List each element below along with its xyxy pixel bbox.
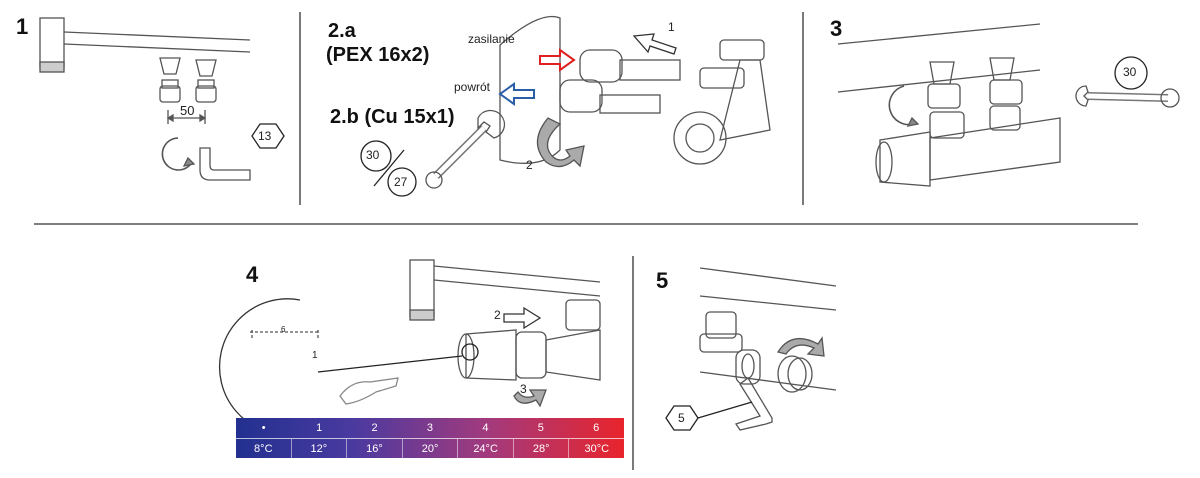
step5-radiator (699, 267, 837, 391)
step4-arrow-2-label: 2 (494, 308, 501, 322)
scale-marks-row: • 1 2 3 4 5 6 (236, 418, 624, 438)
temperature-scale: • 1 2 3 4 5 6 8°C 12° 16° 20° 24°C 28° 3… (236, 418, 624, 459)
step1-wrench-size: 13 (258, 129, 272, 143)
step4-zoom-target (461, 343, 479, 361)
step5-callout-line (697, 401, 753, 419)
scale-mark: 5 (537, 422, 544, 434)
step4-arrow-2-icon (503, 306, 542, 330)
step4-radiator (409, 259, 601, 321)
step5-number: 5 (656, 268, 669, 293)
step4-rotate-arrow-icon (513, 389, 547, 408)
step2a-title: 2.a (328, 20, 356, 42)
step2-size-circle-27 (387, 167, 417, 197)
step2-push-arrow-icon (632, 33, 677, 55)
scale-temp: 12° (292, 439, 348, 459)
step1-connectors (159, 79, 217, 124)
step4-hand-icon (339, 377, 399, 405)
step2b-title: 2.b (Cu 15x1) (330, 106, 455, 128)
label-supply: zasilanie (468, 32, 515, 46)
step5-valve (699, 311, 761, 385)
step2-fittings (559, 39, 771, 165)
step2-arrow-1-label: 1 (668, 20, 675, 34)
step5-cap (777, 355, 813, 393)
step2-wall-plate (499, 15, 561, 164)
step1-radiator (39, 17, 251, 77)
scale-temp: 28° (514, 439, 570, 459)
step1-hex-badge (251, 123, 285, 149)
step3-rotate-arrowhead (906, 116, 920, 127)
step2-arrow-2-label: 2 (526, 158, 533, 172)
scale-mark: 3 (426, 422, 434, 434)
scale-temp: 30°C (584, 443, 610, 455)
step1-number: 1 (16, 14, 29, 39)
step2-wrench-size-30: 30 (366, 148, 380, 162)
step3-number: 3 (830, 16, 843, 41)
step5-hex-key-size: 5 (678, 411, 685, 425)
scale-temps-row: 8°C 12° 16° 20° 24°C 28° 30°C (236, 438, 624, 459)
step1-rotate-arrowhead (182, 156, 196, 167)
scale-mark: • (261, 422, 266, 434)
step4-callout-1: 1 (312, 350, 318, 361)
scale-mark: 1 (316, 422, 323, 434)
step5-rotate-arrow-icon (776, 336, 825, 357)
step3-radiator (837, 23, 1041, 93)
step2-size-divider (373, 149, 405, 187)
step3-valve (875, 79, 1061, 187)
step4-number: 4 (246, 262, 259, 287)
step4-arrow-3-label: 3 (520, 382, 527, 396)
scale-mark: 4 (482, 422, 489, 434)
step4-zoom-circle (218, 298, 331, 436)
scale-temp: 8°C (236, 439, 292, 459)
step3-wrench-size: 30 (1123, 65, 1137, 79)
scale-temp: 24°C (458, 439, 514, 459)
step3-rotate-arrow-icon (888, 85, 915, 126)
step4-zoom-mark: 6 (281, 325, 286, 334)
step3-size-circle (1114, 56, 1148, 90)
step2-rotate-arrow-icon (536, 117, 585, 168)
step1-dimension: 50 (180, 103, 195, 118)
step4-thermostat-head (457, 299, 601, 381)
step3-open-wrench-icon (1075, 85, 1180, 108)
step4-callout-line (317, 355, 463, 373)
step1-hex-key-icon (199, 147, 251, 181)
step5-hex-key-icon (734, 377, 773, 431)
scale-mark: 6 (593, 422, 600, 434)
label-return: powrót (454, 80, 491, 94)
step2-open-wrench-icon (425, 109, 506, 189)
step2-size-circle-30 (360, 140, 392, 172)
step4-zoom-scale (250, 330, 320, 338)
step2-wrench-size-27: 27 (394, 175, 408, 189)
step1-rotate-arrow-icon (161, 137, 191, 171)
return-arrow-icon (498, 82, 535, 106)
scale-temp: 20° (403, 439, 459, 459)
supply-arrow-icon (539, 48, 576, 72)
step2a-subtitle: (PEX 16x2) (326, 44, 430, 66)
scale-mark: 2 (371, 422, 378, 434)
scale-temp: 16° (347, 439, 403, 459)
